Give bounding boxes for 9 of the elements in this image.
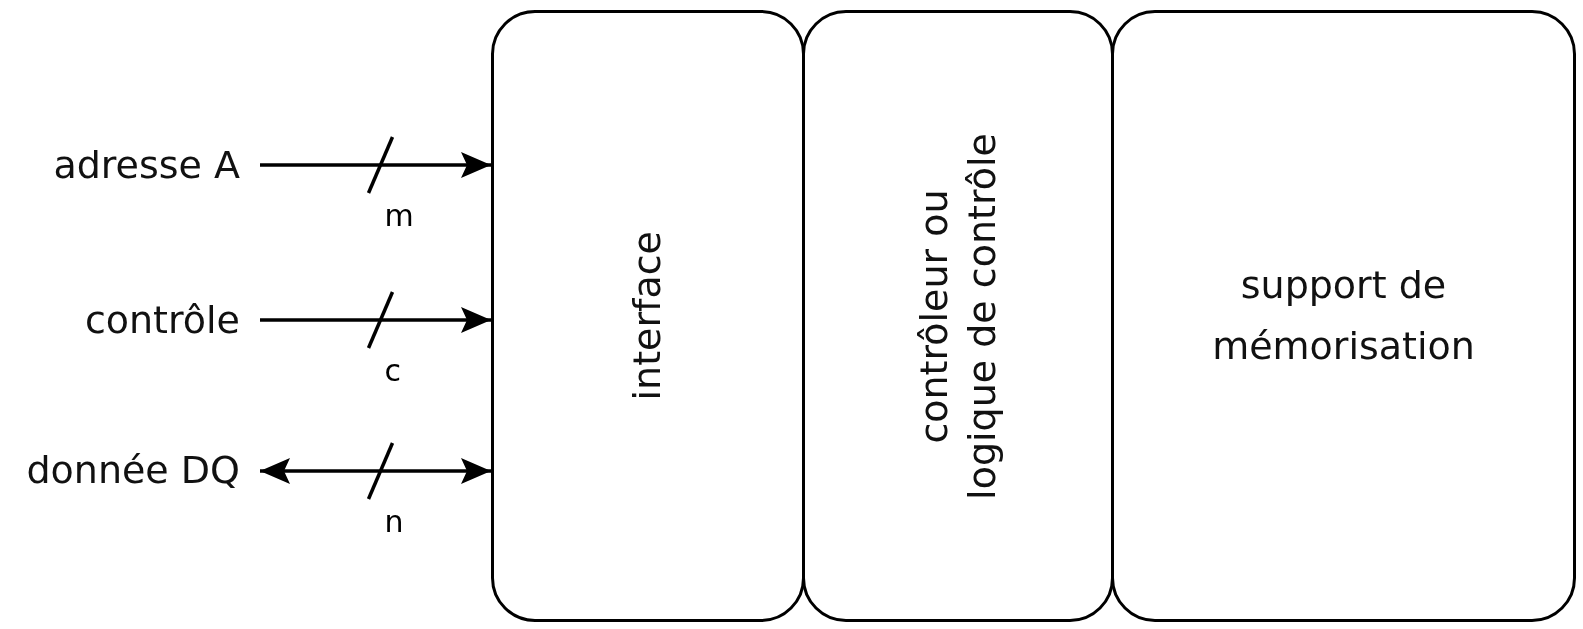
block-box — [1111, 10, 1576, 622]
block-box — [491, 10, 805, 622]
signal-label: donnée DQ — [26, 447, 240, 495]
signal-label: adresse A — [53, 142, 240, 190]
signal-label: contrôle — [84, 297, 240, 345]
block-label: support de mémorisation — [1211, 262, 1476, 370]
block-label: interface — [624, 230, 671, 403]
block-box — [802, 10, 1114, 622]
block-label: contrôleur ou logique de contrôle — [910, 131, 1004, 502]
